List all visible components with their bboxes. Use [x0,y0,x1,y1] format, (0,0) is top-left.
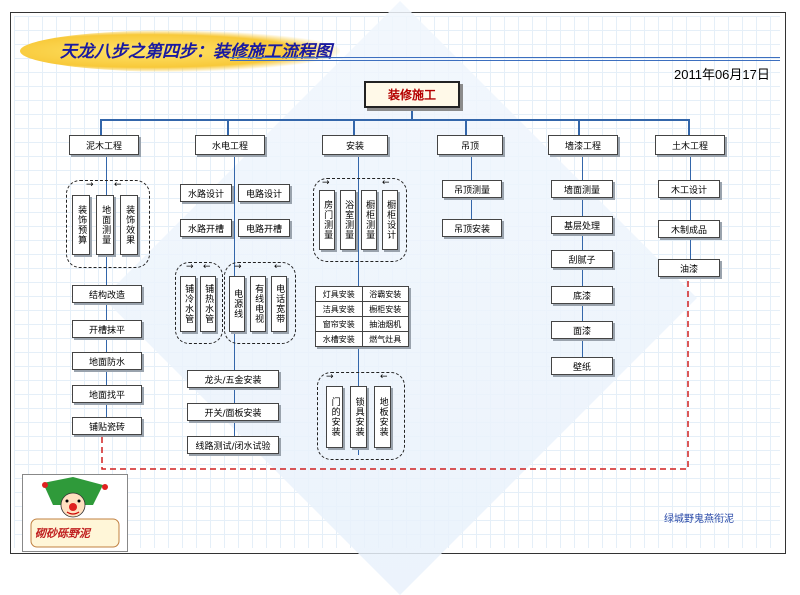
hydro-step: 开关/面板安装 [187,403,279,421]
title-rule [230,57,780,58]
arrow-left-icon: ← [380,372,388,382]
arrow-left-icon: ← [203,262,211,272]
hydro-elec-item: 电源线 [229,276,245,332]
install-table-cell: 窗帘安装 [316,317,363,331]
category-paint: 墙漆工程 [548,135,618,155]
mud-step: 结构改造 [72,285,142,303]
install-top-item: 橱柜测量 [361,190,377,250]
mud-pre-item: 装饰预算 [72,195,90,255]
mud-step: 地面找平 [72,385,142,403]
hydro-elec-trench: 电路开槽 [238,219,290,237]
install-table-cell: 灯具安装 [316,287,363,301]
mud-pre-item: 装饰效果 [120,195,138,255]
install-top-item: 浴室测量 [340,190,356,250]
category-ceiling: 吊顶 [437,135,503,155]
ceiling-step: 吊顶安装 [442,219,502,237]
clown-logo: 砌砂砾野泥 [22,474,128,552]
mud-step: 开槽抹平 [72,320,142,338]
wood-step: 木制成品 [658,220,720,238]
install-table-cell: 浴霸安装 [369,289,402,299]
ceiling-step: 吊顶测量 [442,180,502,198]
arrow-left-icon: ← [274,262,282,272]
hydro-elec-group [224,262,296,344]
install-table-row: 水槽安装 燃气灶具 [316,332,408,346]
install-bottom-item: 锁具安装 [350,386,367,448]
hydro-elec-design: 电路设计 [238,184,290,202]
category-mud: 泥木工程 [69,135,139,155]
install-table-cell: 洁具安装 [316,302,363,316]
flowchart-page: 天龙八步之第四步：装修施工流程图 2011年06月17日 装修施工 泥木工程 水… [10,1,786,595]
cat-drop [688,119,690,135]
install-table-row: 窗帘安装 抽油烟机 [316,317,408,332]
mud-step: 铺贴瓷砖 [72,417,142,435]
hydro-water-trench: 水路开槽 [180,219,232,237]
arrow-left-icon: ← [114,180,122,190]
install-bottom-item: 门的安装 [326,386,343,448]
install-top-item: 橱柜设计 [382,190,398,250]
wood-step: 木工设计 [658,180,720,198]
wood-spine [690,155,691,271]
category-hydro: 水电工程 [195,135,265,155]
hydro-water-item: 铺热水管 [200,276,216,332]
root-node: 装修施工 [364,81,460,108]
red-dashed-loop [101,279,689,470]
hydro-water-group [175,262,223,344]
arrow-right-icon: → [322,178,330,188]
title-swoosh [20,30,340,72]
mud-pre-group [66,180,150,268]
arrow-right-icon: → [326,372,334,382]
paint-step: 墙面测量 [551,180,613,198]
paint-step: 面漆 [551,321,613,339]
wood-step: 油漆 [658,259,720,277]
install-bottom-group [317,372,405,460]
install-table-cell: 水槽安装 [316,332,363,346]
cat-drop [227,119,229,135]
paint-step: 壁纸 [551,357,613,375]
install-table-row: 灯具安装 浴霸安装 [316,287,408,302]
cat-drop [353,119,355,135]
cat-drop [100,119,102,135]
install-table-cell: 橱柜安装 [369,304,402,314]
install-table: 灯具安装 浴霸安装 洁具安装 橱柜安装 窗帘安装 抽油烟机 水槽安装 燃气灶具 [315,286,409,347]
arrow-right-icon: → [234,262,242,272]
category-wood: 土木工程 [655,135,725,155]
category-bus [100,119,690,121]
hydro-step: 龙头/五金安装 [187,370,279,388]
footer-signature: 绿城野鬼燕衔泥 [664,514,734,525]
hydro-water-design: 水路设计 [180,184,232,202]
paint-step: 刮腻子 [551,250,613,268]
category-install: 安装 [322,135,388,155]
paint-step: 基层处理 [551,216,613,234]
arrow-right-icon: → [86,180,94,190]
install-table-cell: 燃气灶具 [369,334,402,344]
hydro-step: 线路测试/闭水试验 [187,436,279,454]
paint-step: 底漆 [551,286,613,304]
date-label: 2011年06月17日 [674,67,770,82]
arrow-right-icon: → [186,262,194,272]
install-table-row: 洁具安装 橱柜安装 [316,302,408,317]
install-table-cell: 抽油烟机 [369,319,402,329]
logo-text: 砌砂砾野泥 [35,527,90,540]
install-top-item: 房门测量 [319,190,335,250]
install-bottom-item: 地板安装 [374,386,391,448]
root-connector [411,108,413,120]
cat-drop [465,119,467,135]
arrow-left-icon: ← [382,178,390,188]
clown-icon [30,477,120,548]
hydro-elec-item: 有线电视 [250,276,266,332]
cat-drop [578,119,580,135]
mud-step: 地面防水 [72,352,142,370]
hydro-elec-item: 电话宽带 [271,276,287,332]
mud-pre-item: 地面测量 [96,195,114,255]
hydro-water-item: 铺冷水管 [180,276,196,332]
install-top-group [313,178,407,262]
title-rule-2 [230,60,780,61]
